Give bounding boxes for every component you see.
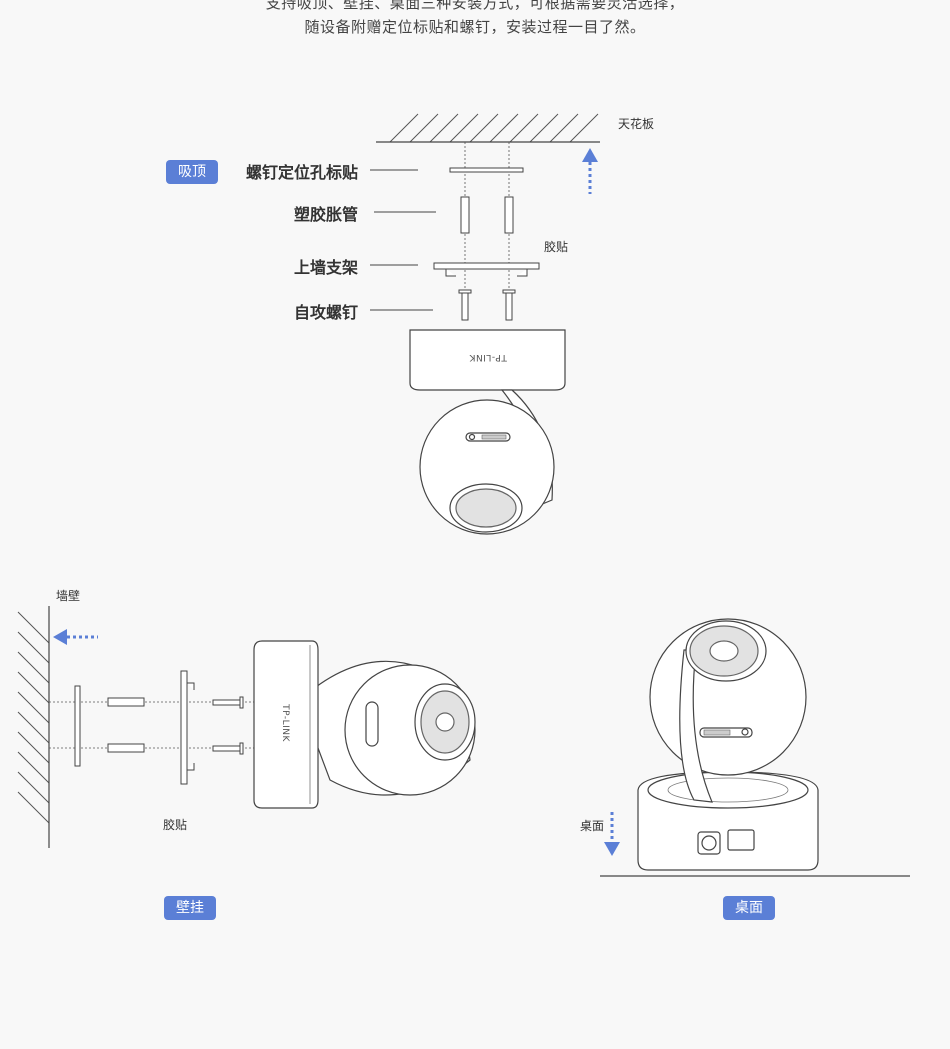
ceiling-camera xyxy=(409,329,566,535)
desk-camera xyxy=(637,618,819,871)
ceiling-guide-lines xyxy=(464,142,510,295)
wall-tape-label: 胶贴 xyxy=(163,818,188,832)
wall-camera-brand: TP-LINK xyxy=(280,704,290,742)
wall-bracket-side xyxy=(180,670,195,785)
ceiling-surface-label: 天花板 xyxy=(618,117,655,131)
intro-line-1: 支持吸顶、壁挂、桌面三种安装方式，可根据需要灵活选择， xyxy=(265,0,685,12)
part-label-screw: 自攻螺钉 xyxy=(293,303,358,322)
intro-line-2: 随设备附赠定位标贴和螺钉，安装过程一目了然。 xyxy=(304,18,646,36)
ceiling-tape-label: 胶贴 xyxy=(544,240,569,254)
part-label-bracket: 上墙支架 xyxy=(293,258,358,277)
wall-screws xyxy=(212,696,244,755)
desk-mount-badge: 桌面 xyxy=(723,896,775,920)
ceiling-camera-brand: TP-LINK xyxy=(469,352,507,362)
wall-bracket xyxy=(433,262,540,277)
ceiling-mount-badge: 吸顶 xyxy=(166,160,218,184)
part-label-anchor: 塑胶胀管 xyxy=(293,205,358,224)
plastic-anchors xyxy=(460,196,514,234)
wall-anchors xyxy=(107,697,145,753)
ceiling-leader-lines xyxy=(370,169,436,311)
wall-surface xyxy=(17,606,50,848)
locating-sticker xyxy=(449,167,524,173)
part-label-sticker: 螺钉定位孔标贴 xyxy=(245,163,358,182)
wall-camera xyxy=(253,640,476,809)
ceiling-surface xyxy=(376,113,600,143)
self-tapping-screws xyxy=(458,289,516,321)
wall-mount-badge: 壁挂 xyxy=(164,896,216,920)
wall-surface-label: 墙壁 xyxy=(56,589,81,603)
wall-guide-lines xyxy=(49,701,262,749)
desk-surface-label: 桌面 xyxy=(580,819,605,833)
wall-left-arrow xyxy=(53,629,98,645)
wall-locating-sticker xyxy=(74,685,81,767)
ceiling-up-arrow xyxy=(582,148,598,194)
desk-down-arrow xyxy=(604,812,620,856)
